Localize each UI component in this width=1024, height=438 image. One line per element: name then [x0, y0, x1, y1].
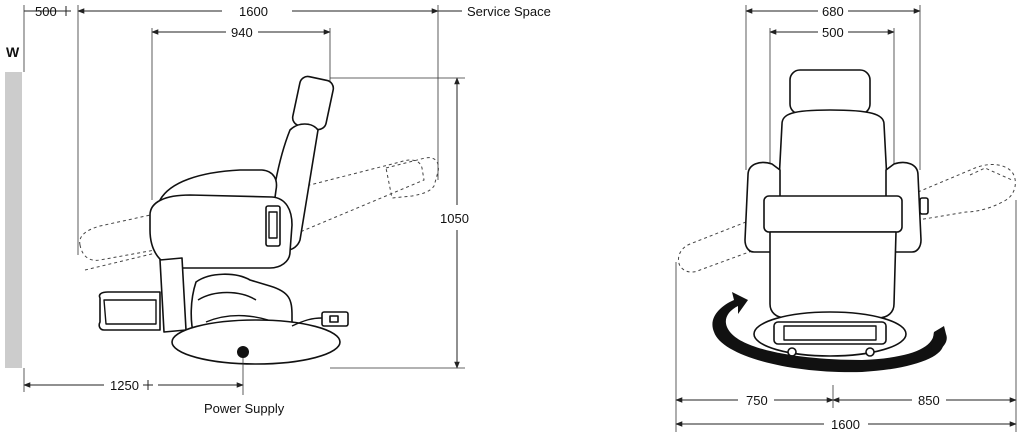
plus-marker — [61, 6, 71, 16]
swing-dimensions — [675, 200, 1017, 432]
front-reclined-outline — [677, 164, 1016, 273]
power-supply-dot — [237, 346, 249, 358]
height-label: 1050 — [440, 211, 469, 226]
rotation-arrow-icon — [712, 292, 947, 373]
wall-label: W — [6, 44, 20, 60]
overall-width-dimension — [745, 5, 921, 170]
overall-width-label: 680 — [822, 4, 844, 19]
seat-width-label: 500 — [822, 25, 844, 40]
swing-left-label: 750 — [746, 393, 768, 408]
top-dimension — [23, 5, 462, 255]
power-supply-offset-label: 1250 — [110, 378, 139, 393]
service-space-left-label: 500 — [35, 4, 57, 19]
seat-length-dimension — [151, 28, 331, 200]
overall-length-label: 1600 — [239, 4, 268, 19]
front-view: 680 500 — [675, 4, 1017, 432]
power-offset-dimension — [23, 368, 244, 392]
power-supply-label: Power Supply — [204, 401, 285, 416]
height-dimension — [330, 77, 465, 369]
service-space-label: Service Space — [467, 4, 551, 19]
swing-total-label: 1600 — [831, 417, 860, 432]
swing-right-label: 850 — [918, 393, 940, 408]
chair-front — [744, 69, 929, 357]
wall — [5, 72, 22, 368]
chair-length-label: 940 — [231, 25, 253, 40]
side-view: W 500 1600 Service Space 940 — [5, 4, 551, 416]
seat-width-dimension — [769, 28, 895, 170]
chair-side — [98, 75, 349, 365]
plus-marker — [143, 380, 153, 390]
